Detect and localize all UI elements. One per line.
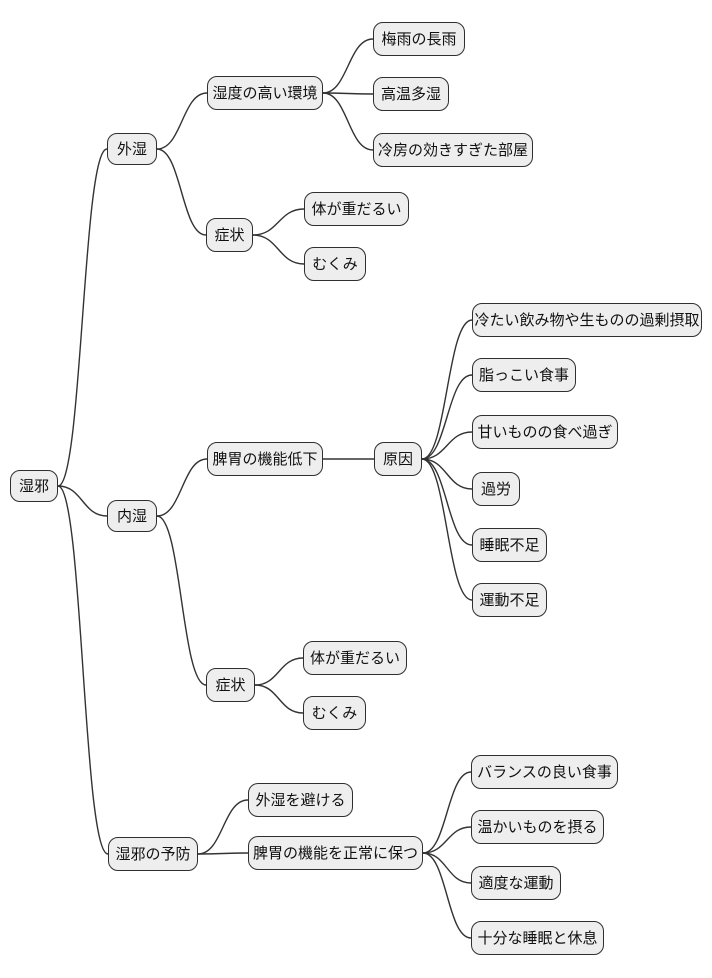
- node-heavy-sluggish-body-2: 体が重だるい: [303, 641, 407, 675]
- edge-root-prevention: [57, 485, 109, 855]
- edge-symptoms1-heavy-body: [252, 208, 305, 236]
- node-too-much-sweets: 甘いものの食べ過ぎ: [472, 415, 618, 449]
- edge-prevention-avoid-external: [197, 799, 249, 855]
- edge-keep-normal-moderate-exercise: [422, 852, 472, 884]
- edge-keep-normal-warm-food: [422, 826, 472, 854]
- node-overwork: 過労: [472, 472, 520, 506]
- edge-external-symptoms: [156, 148, 207, 236]
- node-take-warm-food: 温かいものを摂る: [471, 810, 604, 844]
- edge-internal-symptoms: [156, 515, 207, 686]
- node-moderate-exercise: 適度な運動: [471, 866, 561, 900]
- edge-environment-rainy-season: [322, 38, 374, 94]
- node-cold-drinks-raw-food: 冷たい飲み物や生ものの過剰摂取: [472, 303, 702, 337]
- node-external-dampness: 外湿: [107, 133, 157, 165]
- edge-external-environment: [156, 92, 208, 150]
- node-rainy-season-long-rain: 梅雨の長雨: [373, 22, 465, 56]
- node-causes: 原因: [374, 442, 422, 476]
- node-heavy-sluggish-body-1: 体が重だるい: [304, 192, 409, 226]
- node-internal-symptoms: 症状: [206, 668, 255, 702]
- edge-symptoms2-swelling: [254, 684, 304, 714]
- node-dampness-prevention: 湿邪の予防: [108, 837, 198, 871]
- edge-causes-overwork: [421, 458, 473, 490]
- node-enough-sleep-and-rest: 十分な睡眠と休息: [471, 921, 604, 955]
- edge-causes-oily-food: [421, 374, 473, 460]
- edge-causes-sweets: [421, 431, 473, 460]
- node-internal-dampness: 内湿: [107, 500, 157, 532]
- node-high-humidity-environment: 湿度の高い環境: [207, 76, 323, 110]
- node-lack-of-sleep: 睡眠不足: [472, 528, 547, 562]
- node-oily-food: 脂っこい食事: [472, 358, 576, 392]
- edge-causes-lack-of-exercise: [421, 458, 473, 601]
- node-hot-and-humid: 高温多湿: [373, 77, 449, 111]
- edge-prevention-keep-spleen-normal: [197, 852, 249, 855]
- edge-causes-lack-of-sleep: [421, 458, 473, 546]
- node-lack-of-exercise: 運動不足: [472, 583, 547, 617]
- node-overcooled-room: 冷房の効きすぎた部屋: [373, 133, 533, 167]
- edge-environment-overcooled-room: [322, 92, 374, 151]
- node-swelling-1: むくみ: [304, 247, 366, 281]
- edge-keep-normal-balanced-diet: [422, 771, 472, 854]
- edge-keep-normal-enough-sleep: [422, 852, 472, 939]
- node-swelling-2: むくみ: [303, 696, 366, 730]
- node-keep-spleen-stomach-normal: 脾胃の機能を正常に保つ: [248, 836, 423, 870]
- node-external-symptoms: 症状: [206, 218, 253, 252]
- edge-causes-cold-drinks: [421, 319, 473, 460]
- node-root-dampness-pathogen: 湿邪: [10, 470, 58, 502]
- node-spleen-stomach-decline: 脾胃の機能低下: [207, 442, 323, 476]
- node-balanced-diet: バランスの良い食事: [471, 755, 618, 789]
- node-avoid-external-dampness: 外湿を避ける: [248, 783, 353, 817]
- edge-environment-hot-humid: [322, 92, 374, 95]
- edge-root-internal: [57, 485, 108, 517]
- edge-symptoms2-heavy-body: [254, 657, 304, 686]
- edge-root-external: [57, 148, 108, 487]
- edge-internal-spleen-decline: [156, 458, 208, 517]
- edge-symptoms1-swelling: [252, 234, 305, 265]
